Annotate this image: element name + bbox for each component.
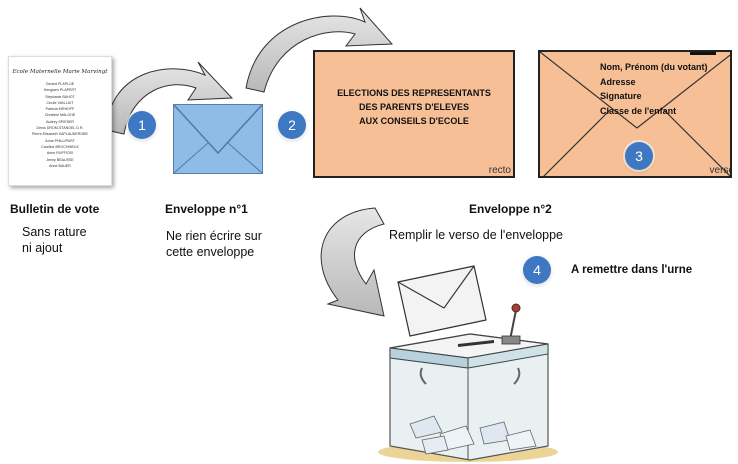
- ballot-note-line: Sans rature: [22, 225, 87, 239]
- step-badge-1: 1: [128, 111, 156, 139]
- recto-line: ELECTIONS DES REPRESENTANTS: [337, 88, 491, 98]
- candidate-name: Gerard PLAPLUE: [45, 82, 75, 86]
- ballot-caption: Bulletin de vote: [10, 202, 100, 216]
- ballot-box-illustration: [378, 265, 558, 462]
- candidate-name: Cecile VAN-LUIT: [46, 100, 74, 105]
- arrow-envelope2-to-urn: [320, 207, 385, 317]
- envelope-1: [173, 104, 263, 174]
- envelope-flap-icon: [173, 104, 263, 174]
- candidate-name: Stephanie BAHOT: [45, 94, 75, 99]
- ballot-note-line: ni ajout: [22, 241, 63, 255]
- step-badge-4: 4: [523, 256, 551, 284]
- envelope-flap-icon: [540, 52, 730, 176]
- ballot-note: Sans rature ni ajout: [22, 224, 87, 256]
- candidate-name: Denis DROM-STANGEL D.R.: [36, 126, 84, 131]
- candidate-name: Anne RUFFIOSI: [46, 151, 74, 156]
- envelope1-note: Ne rien écrire sur cette enveloppe: [166, 228, 262, 260]
- envelope2-caption: Enveloppe n°2: [469, 202, 552, 216]
- candidate-name: Anne BAUER: [49, 163, 71, 168]
- verso-text: Nom, Prénom (du votant) Adresse Signatur…: [600, 60, 708, 118]
- verso-line: Signature: [600, 91, 642, 101]
- envelope1-note-line: Ne rien écrire sur: [166, 229, 262, 243]
- verso-label: verso: [709, 165, 732, 176]
- verso-line: Nom, Prénom (du votant): [600, 62, 708, 72]
- envelope-2-recto: ELECTIONS DES REPRESENTANTS DES PARENTS …: [313, 50, 515, 178]
- candidate-name: Audrey SPIESER: [46, 119, 74, 124]
- arrow-envelope1-to-envelope2: [245, 7, 394, 93]
- verso-line: Adresse: [600, 76, 636, 87]
- candidate-name: Hengwen PLAPERT: [43, 88, 77, 93]
- candidate-name: Christine MALOHE: [44, 113, 76, 118]
- step-badge-3: 3: [625, 142, 653, 170]
- urn-note: A remettre dans l'urne: [571, 264, 693, 276]
- recto-text: ELECTIONS DES REPRESENTANTS DES PARENTS …: [315, 86, 513, 128]
- candidate-name: Anne PHILLIPART: [45, 138, 75, 143]
- candidate-name: Jenny BEAUSSE: [46, 157, 74, 162]
- candidate-name: Patricia KIRHOFF: [45, 107, 75, 112]
- recto-label: recto: [488, 165, 511, 176]
- candidate-name: Caroline BROCHMEUX: [41, 144, 79, 149]
- recto-line: AUX CONSEILS D'ECOLE: [359, 116, 469, 126]
- ballot-paper: Ecole Maternelle Marie Marvingt Gerard P…: [8, 56, 112, 186]
- envelope-2-verso: Nom, Prénom (du votant) Adresse Signatur…: [538, 50, 732, 178]
- ballot-school-name: Ecole Maternelle Marie Marvingt: [12, 69, 108, 75]
- verso-line: Classe de l'enfant: [600, 105, 677, 116]
- step-badge-2: 2: [278, 111, 306, 139]
- candidate-name: Pierre-Elisabeth SAPLAUDEROBE: [32, 132, 88, 137]
- ballot-candidate-list: Gerard PLAPLUE Hengwen PLAPERT Stephanie…: [9, 81, 111, 169]
- envelope1-note-line: cette enveloppe: [166, 245, 255, 259]
- envelope2-note: Remplir le verso de l'enveloppe: [389, 228, 564, 242]
- recto-line: DES PARENTS D'ELEVES: [359, 102, 469, 112]
- arrow-ballot-to-envelope1: [105, 61, 234, 135]
- envelope1-caption: Enveloppe n°1: [165, 202, 248, 216]
